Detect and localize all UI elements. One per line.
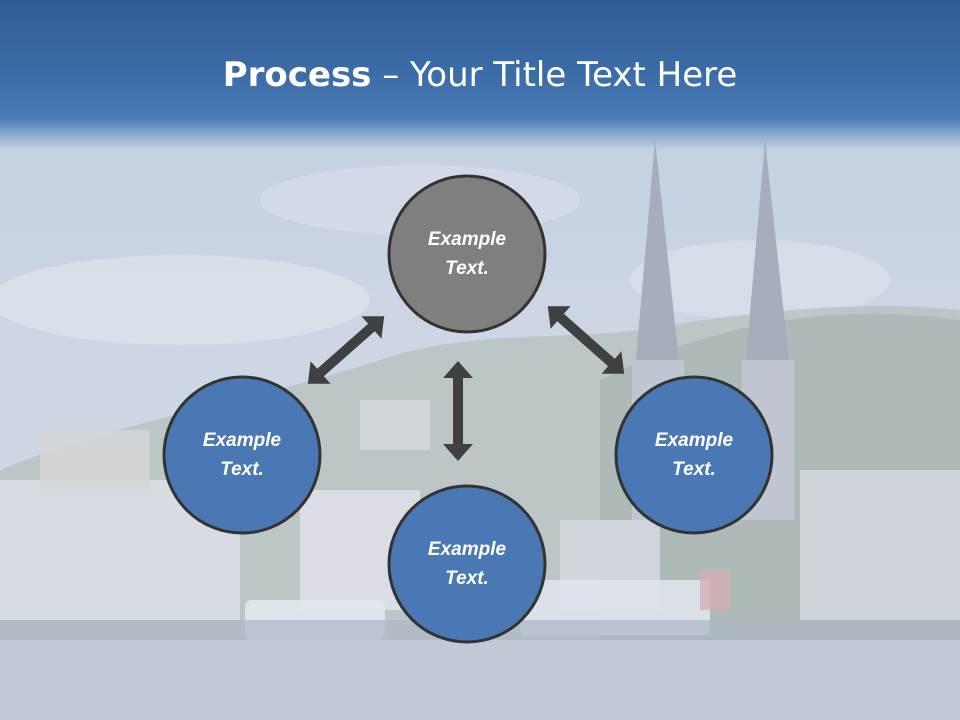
process-node-right[interactable] xyxy=(614,375,774,535)
slide-title: Process – Your Title Text Here xyxy=(0,52,960,98)
process-node-left[interactable] xyxy=(162,375,322,535)
title-bold: Process xyxy=(222,55,372,95)
node-left-line2: Text. xyxy=(220,459,264,480)
arrow-top-right xyxy=(547,306,625,374)
node-top-line2: Text. xyxy=(445,258,489,279)
node-bottom-label: Example Text. xyxy=(392,535,542,593)
title-rest: – Your Title Text Here xyxy=(371,55,738,95)
node-bottom-line1: Example xyxy=(427,539,507,560)
node-right-line1: Example xyxy=(654,430,734,451)
node-right-label: Example Text. xyxy=(619,426,769,484)
process-node-bottom[interactable] xyxy=(387,484,547,644)
node-left-line1: Example xyxy=(202,430,282,451)
arrow-vertical xyxy=(443,361,473,461)
node-bottom-line2: Text. xyxy=(445,568,489,589)
node-top-label: Example Text. xyxy=(392,225,542,283)
process-node-top[interactable] xyxy=(387,174,547,334)
node-top-line1: Example xyxy=(427,229,507,250)
title-banner xyxy=(0,0,960,150)
arrow-top-left xyxy=(307,316,385,384)
node-right-line2: Text. xyxy=(672,459,716,480)
node-left-label: Example Text. xyxy=(167,426,317,484)
